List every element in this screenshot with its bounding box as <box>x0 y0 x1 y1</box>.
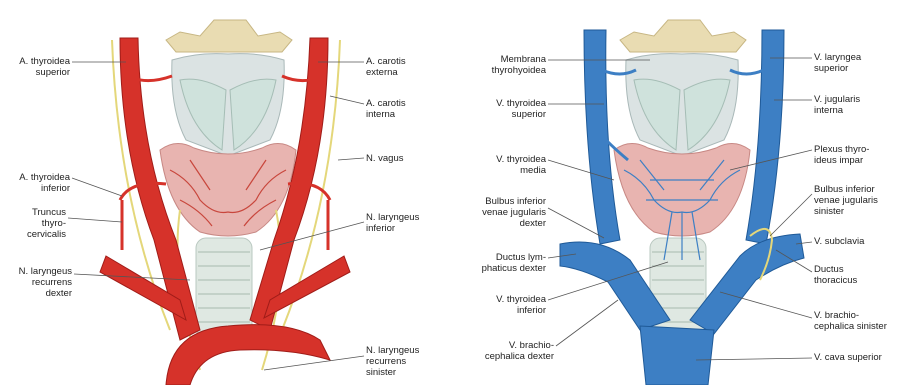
label-v-laryngea-superior: V. laryngea superior <box>814 52 900 74</box>
label-v-brachiocephalica-sinister: V. brachio- cephalica sinister <box>814 310 900 332</box>
thyroid-gland <box>160 143 296 236</box>
label-n-laryngeus-recurrens-dexter: N. laryngeus recurrens dexter <box>2 266 72 299</box>
left-panel-arteries <box>100 20 350 385</box>
hyoid-bone-right <box>620 20 746 52</box>
label-v-thyroidea-superior: V. thyroidea superior <box>466 98 546 120</box>
label-n-laryngeus-inferior: N. laryngeus inferior <box>366 212 436 234</box>
label-n-laryngeus-recurrens-sinister: N. laryngeus recurrens sinister <box>366 345 436 378</box>
label-a-carotis-externa: A. carotis externa <box>366 56 436 78</box>
label-v-brachiocephalica-dexter: V. brachio- cephalica dexter <box>456 340 554 362</box>
label-n-vagus: N. vagus <box>366 153 436 164</box>
label-v-subclavia: V. subclavia <box>814 236 900 247</box>
v-jugularis-sinister <box>746 30 784 244</box>
label-v-jugularis-interna: V. jugularis interna <box>814 94 900 116</box>
label-bulbus-inferior-dexter: Bulbus inferior venae jugularis dexter <box>456 196 546 229</box>
right-panel-veins <box>560 20 804 385</box>
label-bulbus-inferior-sinister: Bulbus inferior venae jugularis sinister <box>814 184 900 217</box>
label-truncus-thyrocervicalis: Truncus thyro- cervicalis <box>2 207 66 240</box>
vena-cava-superior <box>640 326 714 385</box>
label-v-cava-superior: V. cava superior <box>814 352 900 363</box>
label-ductus-thoracicus: Ductus thoracicus <box>814 264 900 286</box>
label-v-thyroidea-inferior: V. thyroidea inferior <box>466 294 546 316</box>
label-a-thyroidea-inferior: A. thyroidea inferior <box>2 172 70 194</box>
hyoid-bone <box>166 20 292 52</box>
label-a-carotis-interna: A. carotis interna <box>366 98 436 120</box>
v-jugularis-dexter <box>584 30 620 244</box>
label-ductus-lymphaticus-dexter: Ductus lym- phaticus dexter <box>456 252 546 274</box>
label-a-thyroidea-superior: A. thyroidea superior <box>2 56 70 78</box>
label-membrana-thyrohyoidea: Membrana thyrohyoidea <box>466 54 546 76</box>
label-v-thyroidea-media: V. thyroidea media <box>466 154 546 176</box>
label-plexus-thyroideus-impar: Plexus thyro- ideus impar <box>814 144 900 166</box>
